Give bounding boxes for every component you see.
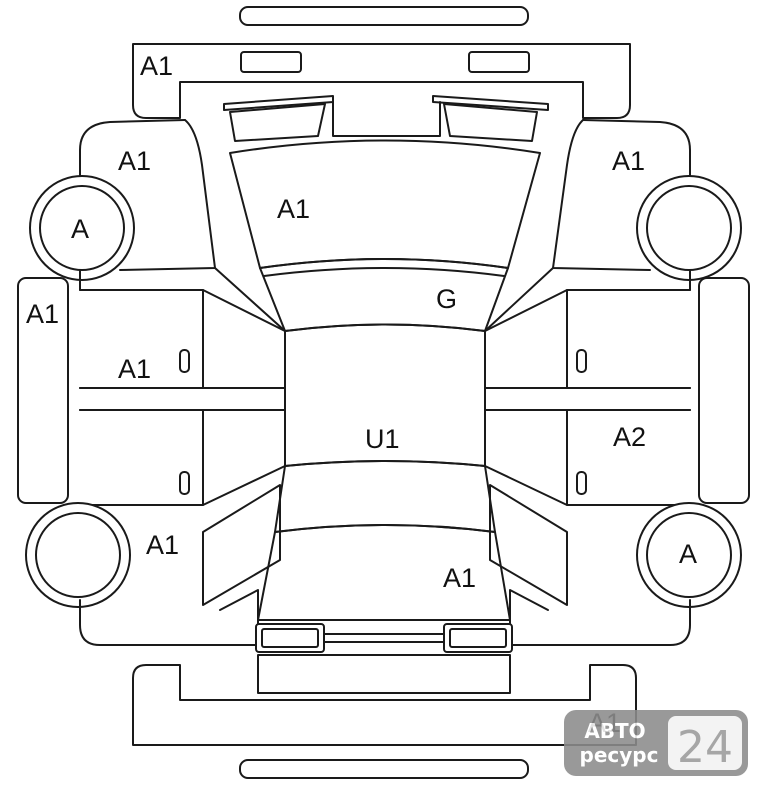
label-front-left-wheel: A (71, 214, 89, 244)
right-door-handles (576, 349, 587, 495)
rear-bumper-strip (239, 759, 529, 779)
a-pillars (214, 267, 554, 332)
right-body-side (484, 269, 691, 521)
front-left-fender (79, 119, 216, 271)
left-door-handles (179, 349, 190, 495)
trunk (257, 524, 511, 621)
rear-panel (257, 654, 511, 694)
label-right-rear-door: A2 (613, 422, 646, 452)
label-rear-left-quarter: A1 (146, 530, 179, 560)
avtoresurs-watermark-logo: АВТО ресурс 24 (564, 710, 748, 776)
label-left-front-door: A1 (118, 354, 151, 384)
front-bumper (132, 43, 631, 119)
headlights (223, 95, 549, 142)
front-left-wheel (29, 175, 135, 281)
watermark-line2: ресурс (580, 743, 659, 767)
label-front-right-fender: A1 (612, 146, 645, 176)
taillights (255, 623, 513, 653)
rear-bumper (132, 664, 637, 746)
label-rear-right-wheel: A (679, 539, 697, 569)
right-rocker (698, 277, 750, 504)
rear-window (274, 460, 496, 533)
rear-left-quarter (79, 484, 281, 646)
label-left-rocker: A1 (26, 299, 59, 329)
label-hood: A1 (277, 194, 310, 224)
label-roof: U1 (365, 424, 400, 454)
front-right-fender (552, 119, 691, 271)
rear-left-wheel (25, 502, 131, 608)
label-front-left-fender: A1 (118, 146, 151, 176)
watermark-line1: АВТО (584, 719, 645, 743)
watermark-digits: 24 (677, 722, 733, 773)
windshield (259, 258, 509, 332)
front-bumper-strip (239, 6, 529, 26)
label-front-bumper: A1 (140, 51, 173, 81)
left-rocker (17, 277, 69, 504)
front-right-wheel (636, 175, 742, 281)
label-windshield: G (436, 284, 457, 314)
rear-right-quarter (489, 484, 691, 646)
label-trunk: A1 (443, 563, 476, 593)
